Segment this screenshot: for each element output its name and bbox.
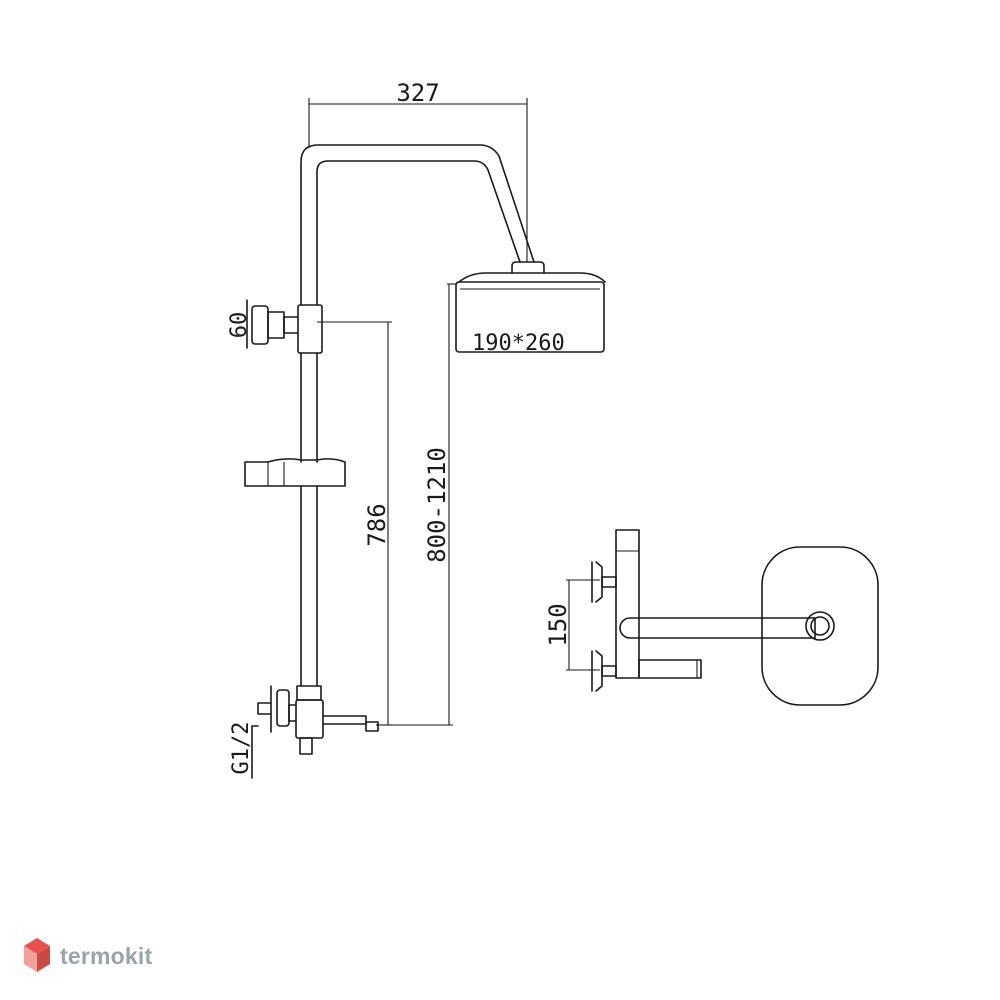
mixer-top-view: 150 — [544, 529, 879, 706]
mixer-spacing-label: 150 — [544, 603, 572, 646]
thread-label: G1/2 — [229, 722, 254, 775]
watermark-brand: termokit — [60, 942, 153, 969]
dimension-top-width: 327 — [308, 79, 528, 262]
upper-wall-bracket: 60 — [227, 299, 323, 354]
head-size-label: 190*260 — [472, 331, 565, 356]
bath-mixer-front: G1/2 — [229, 685, 379, 779]
dimension-holder-height: 786 — [317, 321, 392, 726]
dimension-range: 800-1210 — [392, 283, 456, 726]
watermark: termokit — [22, 934, 152, 978]
termokit-logo-icon — [24, 938, 50, 972]
range-label: 800-1210 — [423, 447, 451, 563]
shower-head: 190*260 — [455, 261, 606, 356]
side-offset-label: 60 — [227, 312, 252, 339]
shower-riser — [300, 144, 535, 687]
top-width-label: 327 — [396, 79, 439, 107]
holder-height-label: 786 — [363, 503, 391, 546]
sliding-holder — [244, 458, 346, 487]
